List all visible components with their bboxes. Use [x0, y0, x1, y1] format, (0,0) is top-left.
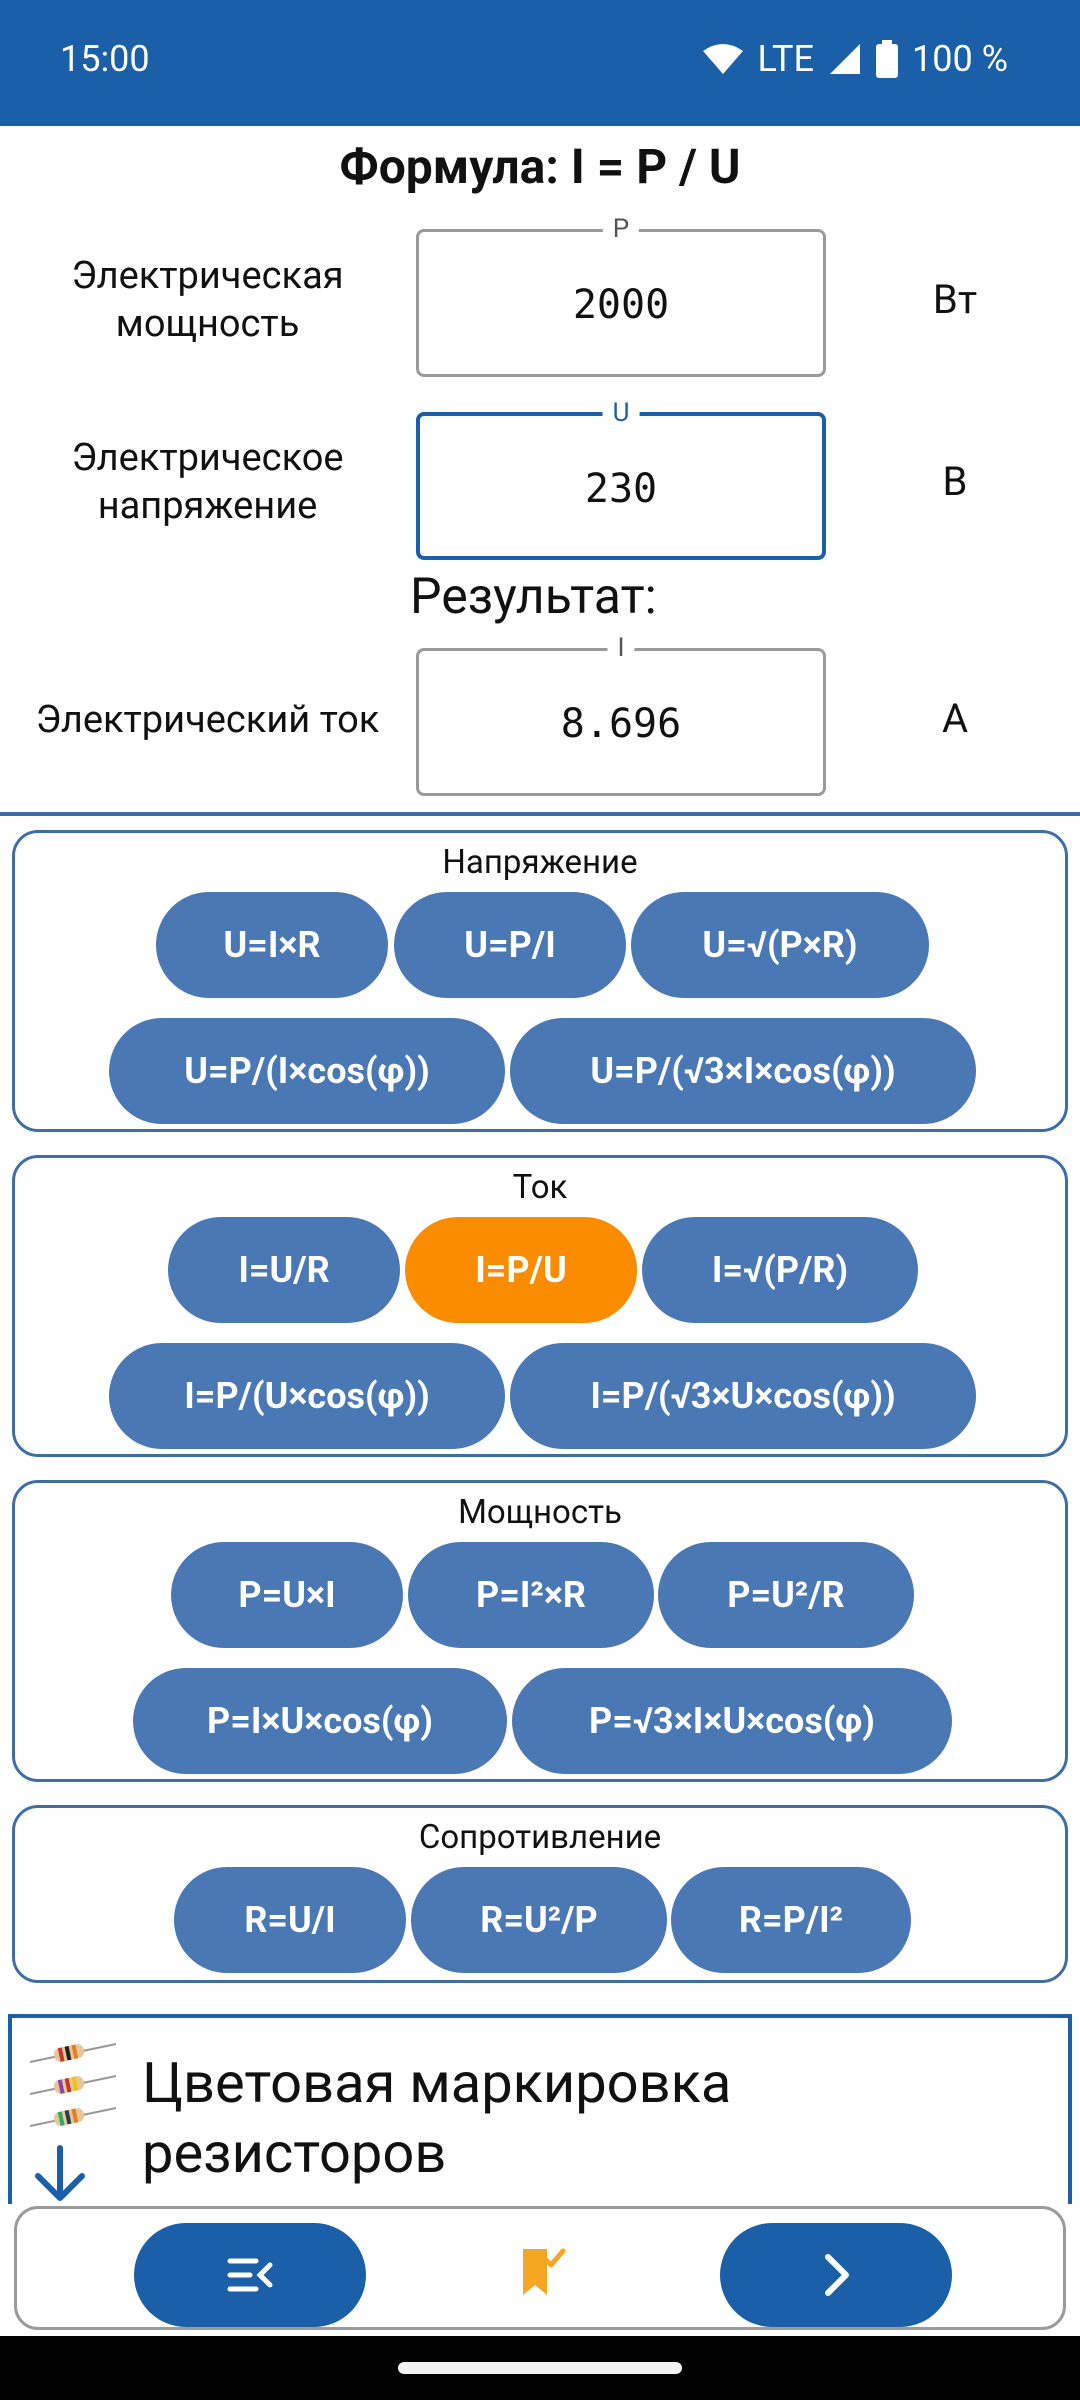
formula-button[interactable]: P=U²/R — [658, 1542, 914, 1648]
formula-button[interactable]: P=I×U×cos(φ) — [133, 1668, 507, 1774]
resistor-color-code-card[interactable]: Цветовая маркировка резисторов — [8, 2014, 1072, 2204]
system-nav-bar — [0, 2336, 1080, 2400]
formula-button[interactable]: I=√(P/R) — [642, 1217, 918, 1323]
formula-button[interactable]: I=U/R — [168, 1217, 400, 1323]
formula-button-active[interactable]: I=P/U — [405, 1217, 637, 1323]
bottom-action-bar — [14, 2206, 1066, 2330]
resistance-formulas-card: Сопротивление R=U/I R=U²/P R=P/I² — [12, 1805, 1068, 1983]
wifi-icon — [702, 44, 743, 74]
current-unit: А — [941, 695, 969, 742]
current-output: I 8.696 — [416, 633, 826, 796]
status-time: 15:00 — [60, 38, 150, 80]
signal-icon — [830, 44, 860, 74]
current-formulas-card: Ток I=U/R I=P/U I=√(P/R) I=P/(U×cos(φ)) … — [12, 1155, 1068, 1457]
arrow-down-icon — [35, 2145, 85, 2201]
result-heading: Результат: — [410, 568, 657, 626]
chevron-right-icon — [825, 2254, 849, 2296]
voltage-symbol: U — [602, 398, 640, 428]
formula-button[interactable]: R=U²/P — [411, 1867, 667, 1973]
formula-button[interactable]: I=P/(U×cos(φ)) — [109, 1343, 505, 1449]
power-label-line2: мощность — [115, 302, 300, 346]
formula-button[interactable]: U=√(P×R) — [631, 892, 929, 998]
status-indicators: LTE 100 % — [702, 38, 1008, 80]
resistor-title-line2: резисторов — [142, 2120, 447, 2186]
resistor-card-title: Цветовая маркировка резисторов — [142, 2048, 731, 2188]
power-label-line1: Электрическая — [71, 254, 344, 298]
divider — [0, 812, 1080, 816]
power-value[interactable]: 2000 — [572, 282, 670, 328]
card-title-voltage: Напряжение — [442, 843, 638, 882]
battery-level: 100 % — [912, 38, 1008, 80]
power-label: Электрическая мощность — [0, 252, 415, 348]
formula-button[interactable]: U=P/(I×cos(φ)) — [109, 1018, 505, 1124]
card-title-current: Ток — [512, 1168, 568, 1207]
bookmark-check-icon — [523, 2248, 566, 2295]
formula-button[interactable]: U=P/(√3×I×cos(φ)) — [510, 1018, 976, 1124]
voltage-label-line2: напряжение — [97, 484, 318, 528]
home-handle[interactable] — [398, 2362, 682, 2374]
current-symbol: I — [607, 633, 635, 663]
formula-button[interactable]: R=U/I — [174, 1867, 406, 1973]
formula-button[interactable]: P=I²×R — [408, 1542, 654, 1648]
network-label: LTE — [757, 38, 815, 80]
formula-button[interactable]: P=√3×I×U×cos(φ) — [512, 1668, 952, 1774]
resistors-icon — [29, 2043, 117, 2127]
card-title-power: Мощность — [458, 1493, 622, 1532]
voltage-formulas-card: Напряжение U=I×R U=P/I U=√(P×R) U=P/(I×c… — [12, 830, 1068, 1132]
voltage-input[interactable]: U 230 — [416, 398, 826, 560]
battery-icon — [876, 40, 898, 78]
formula-button[interactable]: R=P/I² — [671, 1867, 911, 1973]
formula-button[interactable]: U=P/I — [394, 892, 626, 998]
power-input[interactable]: P 2000 — [416, 214, 826, 377]
voltage-value[interactable]: 230 — [584, 466, 658, 512]
voltage-label-line1: Электрическое — [71, 436, 344, 480]
next-button[interactable] — [720, 2223, 952, 2327]
bookmark-button[interactable] — [517, 2243, 569, 2303]
formula-button[interactable]: U=I×R — [156, 892, 388, 998]
current-value: 8.696 — [560, 701, 682, 747]
current-label: Электрический ток — [35, 698, 380, 742]
power-symbol: P — [602, 214, 640, 244]
resistor-title-line1: Цветовая маркировка — [142, 2050, 732, 2116]
power-unit: Вт — [932, 276, 978, 323]
formula-button[interactable]: I=P/(√3×U×cos(φ)) — [510, 1343, 976, 1449]
formula-button[interactable]: P=U×I — [171, 1542, 403, 1648]
voltage-label: Электрическое напряжение — [0, 434, 415, 530]
menu-collapse-icon — [227, 2258, 273, 2292]
card-title-resistance: Сопротивление — [418, 1818, 662, 1857]
status-bar: 15:00 LTE 100 % — [0, 0, 1080, 126]
voltage-unit: В — [942, 458, 968, 505]
power-formulas-card: Мощность P=U×I P=I²×R P=U²/R P=I×U×cos(φ… — [12, 1480, 1068, 1782]
menu-button[interactable] — [134, 2223, 366, 2327]
formula-title: Формула: I = P / U — [339, 138, 741, 195]
